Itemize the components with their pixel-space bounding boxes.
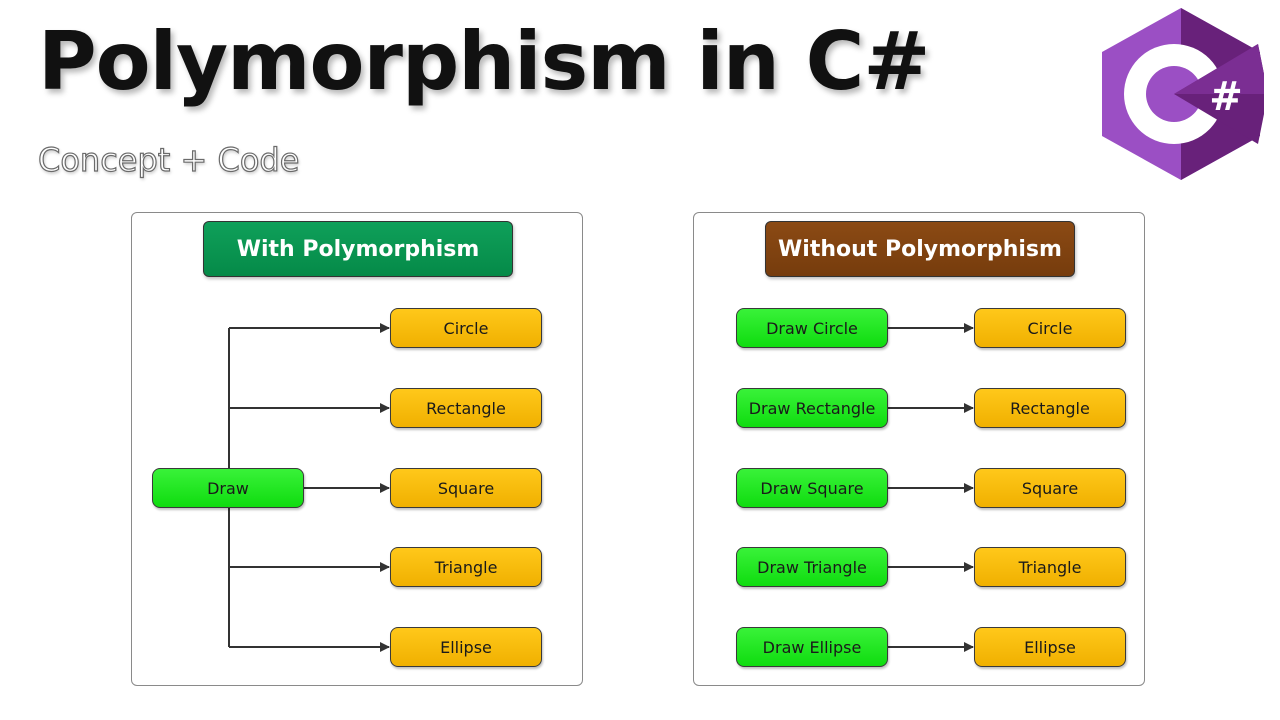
target-node-right-rectangle: Rectangle	[974, 388, 1126, 428]
csharp-logo: #	[1102, 8, 1264, 180]
target-node-ellipse: Ellipse	[390, 627, 542, 667]
target-node-triangle: Triangle	[390, 547, 542, 587]
without-polymorphism-header: Without Polymorphism	[765, 221, 1075, 277]
page-title: Polymorphism in C#	[38, 15, 930, 108]
target-node-right-circle: Circle	[974, 308, 1126, 348]
draw-node: Draw	[152, 468, 304, 508]
left-panel	[131, 212, 583, 686]
with-polymorphism-header: With Polymorphism	[203, 221, 513, 277]
target-node-right-triangle: Triangle	[974, 547, 1126, 587]
action-node-rectangle: Draw Rectangle	[736, 388, 888, 428]
right-panel	[693, 212, 1145, 686]
action-node-triangle: Draw Triangle	[736, 547, 888, 587]
action-node-square: Draw Square	[736, 468, 888, 508]
target-node-right-ellipse: Ellipse	[974, 627, 1126, 667]
target-node-circle: Circle	[390, 308, 542, 348]
logo-text: #	[1209, 74, 1243, 120]
target-node-square: Square	[390, 468, 542, 508]
target-node-right-square: Square	[974, 468, 1126, 508]
action-node-circle: Draw Circle	[736, 308, 888, 348]
action-node-ellipse: Draw Ellipse	[736, 627, 888, 667]
page-subtitle: Concept + Code	[37, 140, 300, 179]
target-node-rectangle: Rectangle	[390, 388, 542, 428]
